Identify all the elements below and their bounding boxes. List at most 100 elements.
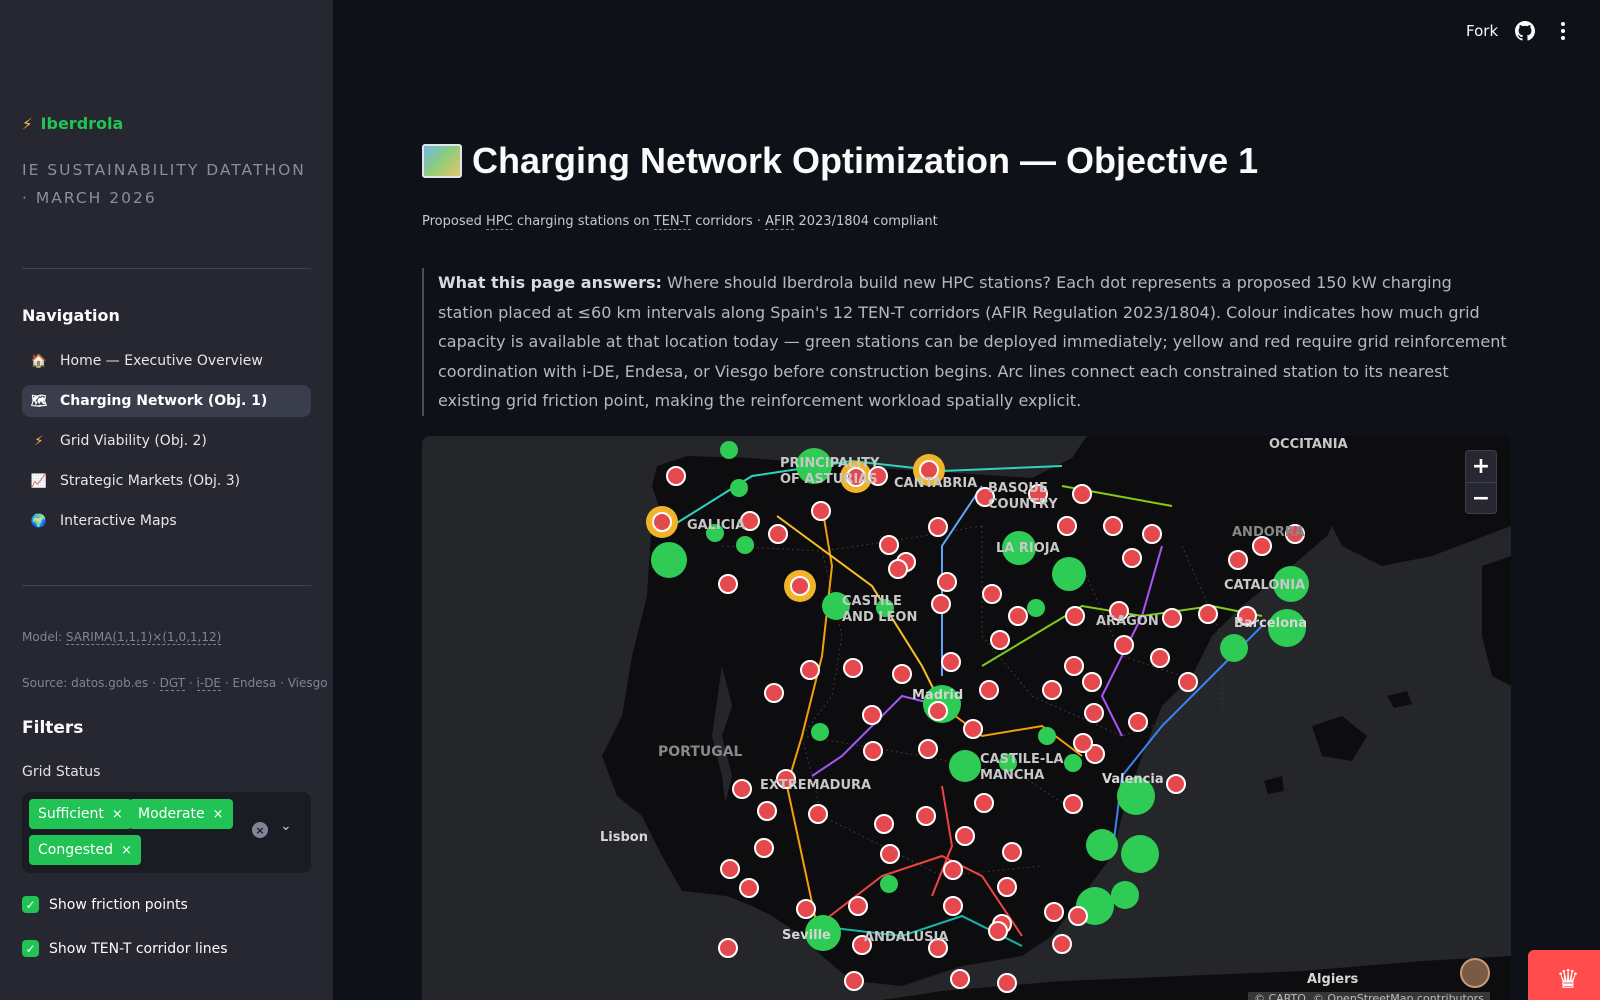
station-marker-congested[interactable] (916, 806, 936, 826)
close-icon[interactable]: × (121, 842, 132, 858)
station-marker-congested[interactable] (732, 779, 752, 799)
station-marker-congested[interactable] (1237, 606, 1257, 626)
station-marker-congested[interactable] (1084, 703, 1104, 723)
station-marker-congested[interactable] (764, 683, 784, 703)
nav-item-interactive-maps[interactable]: 🌍 Interactive Maps (22, 505, 311, 537)
station-marker-congested[interactable] (852, 935, 872, 955)
charging-network-map[interactable]: + − OCCITANIA PRINCIPALITY OF ASTURIAS C… (422, 436, 1511, 1000)
station-marker-sufficient[interactable] (1002, 531, 1036, 565)
station-marker-congested[interactable] (975, 487, 995, 507)
station-marker-congested[interactable] (848, 896, 868, 916)
station-marker-congested[interactable] (1103, 516, 1123, 536)
station-marker-congested[interactable] (1109, 601, 1129, 621)
station-marker-sufficient[interactable] (1086, 829, 1118, 861)
checkmark-icon[interactable]: ✓ (22, 940, 39, 957)
station-marker-congested[interactable] (943, 860, 963, 880)
station-marker-congested[interactable] (950, 969, 970, 989)
chevron-down-icon[interactable]: ⌄ (280, 818, 292, 834)
station-marker-sufficient[interactable] (1052, 557, 1086, 591)
station-marker-congested[interactable] (1114, 635, 1134, 655)
station-marker-congested[interactable] (997, 877, 1017, 897)
fork-button[interactable]: Fork (1466, 22, 1499, 40)
station-marker-sufficient[interactable] (730, 479, 748, 497)
chip-moderate[interactable]: Moderate× (129, 799, 233, 829)
map-canvas[interactable] (422, 436, 1511, 1000)
station-marker-sufficient[interactable] (1027, 599, 1045, 617)
show-friction-checkbox[interactable]: ✓ Show friction points (22, 896, 188, 913)
station-marker-congested[interactable] (1198, 604, 1218, 624)
station-marker-congested[interactable] (1052, 934, 1072, 954)
station-marker-sufficient[interactable] (706, 524, 724, 542)
nav-item-grid-viability[interactable]: ⚡ Grid Viability (Obj. 2) (22, 425, 311, 457)
station-marker-congested[interactable] (1072, 484, 1092, 504)
station-marker-congested[interactable] (963, 719, 983, 739)
station-marker-congested[interactable] (863, 741, 883, 761)
chip-congested[interactable]: Congested× (29, 835, 141, 865)
station-marker-congested[interactable] (974, 793, 994, 813)
crown-icon[interactable]: ♛ (1528, 950, 1600, 1000)
station-marker-congested[interactable] (1068, 906, 1088, 926)
station-marker-congested[interactable] (879, 535, 899, 555)
station-marker-congested[interactable] (1063, 794, 1083, 814)
station-marker-sufficient[interactable] (720, 441, 738, 459)
station-marker-congested[interactable] (1064, 656, 1084, 676)
station-marker-sufficient[interactable] (822, 592, 850, 620)
station-marker-sufficient[interactable] (1111, 881, 1139, 909)
avatar[interactable] (1460, 958, 1490, 988)
nav-item-charging-network[interactable]: 🗺 Charging Network (Obj. 1) (22, 385, 311, 417)
zoom-out-button[interactable]: − (1466, 482, 1496, 513)
nav-item-home[interactable]: 🏠 Home — Executive Overview (22, 345, 311, 377)
station-marker-congested[interactable] (811, 501, 831, 521)
station-marker-congested[interactable] (880, 844, 900, 864)
station-marker-congested[interactable] (1162, 608, 1182, 628)
station-marker-congested[interactable] (868, 466, 888, 486)
close-icon[interactable]: × (212, 806, 224, 822)
station-marker-sufficient[interactable] (876, 599, 894, 617)
station-marker-congested[interactable] (1008, 606, 1028, 626)
station-marker-congested[interactable] (1065, 606, 1085, 626)
station-marker-congested[interactable] (955, 826, 975, 846)
nav-item-strategic-markets[interactable]: 📈 Strategic Markets (Obj. 3) (22, 465, 311, 497)
station-marker-congested[interactable] (800, 660, 820, 680)
station-marker-congested[interactable] (1057, 516, 1077, 536)
grid-status-multiselect[interactable]: Sufficient× Moderate× Congested× × ⌄ (22, 792, 311, 873)
station-marker-sufficient[interactable] (1064, 754, 1082, 772)
station-marker-congested[interactable] (1128, 712, 1148, 732)
chip-sufficient[interactable]: Sufficient× (29, 799, 132, 829)
station-marker-congested[interactable] (720, 859, 740, 879)
station-marker-congested[interactable] (1028, 484, 1048, 504)
station-marker-congested[interactable] (931, 594, 951, 614)
station-marker-congested[interactable] (1178, 672, 1198, 692)
station-marker-congested[interactable] (928, 938, 948, 958)
close-icon[interactable]: × (111, 806, 123, 822)
station-marker-congested[interactable] (846, 467, 866, 487)
station-marker-sufficient[interactable] (1273, 566, 1309, 602)
station-marker-congested[interactable] (1252, 536, 1272, 556)
station-marker-congested[interactable] (768, 524, 788, 544)
checkmark-icon[interactable]: ✓ (22, 896, 39, 913)
station-marker-congested[interactable] (844, 971, 864, 991)
station-marker-congested[interactable] (892, 664, 912, 684)
station-marker-congested[interactable] (1228, 550, 1248, 570)
station-marker-congested[interactable] (754, 838, 774, 858)
station-marker-congested[interactable] (808, 804, 828, 824)
station-marker-sufficient[interactable] (1117, 777, 1155, 815)
station-marker-congested[interactable] (943, 896, 963, 916)
station-marker-congested[interactable] (928, 517, 948, 537)
github-icon[interactable] (1515, 21, 1535, 41)
station-marker-congested[interactable] (1142, 524, 1162, 544)
station-marker-congested[interactable] (1285, 524, 1305, 544)
station-marker-congested[interactable] (666, 466, 686, 486)
station-marker-congested[interactable] (1073, 733, 1093, 753)
station-marker-congested[interactable] (1150, 648, 1170, 668)
station-marker-congested[interactable] (718, 574, 738, 594)
station-marker-congested[interactable] (988, 921, 1008, 941)
station-marker-sufficient[interactable] (796, 448, 832, 484)
station-marker-sufficient[interactable] (1268, 609, 1306, 647)
station-marker-sufficient[interactable] (805, 915, 841, 951)
station-marker-congested[interactable] (1082, 672, 1102, 692)
station-marker-congested[interactable] (997, 973, 1017, 993)
station-marker-congested[interactable] (888, 559, 908, 579)
clear-all-icon[interactable]: × (252, 822, 268, 838)
station-marker-congested[interactable] (874, 814, 894, 834)
